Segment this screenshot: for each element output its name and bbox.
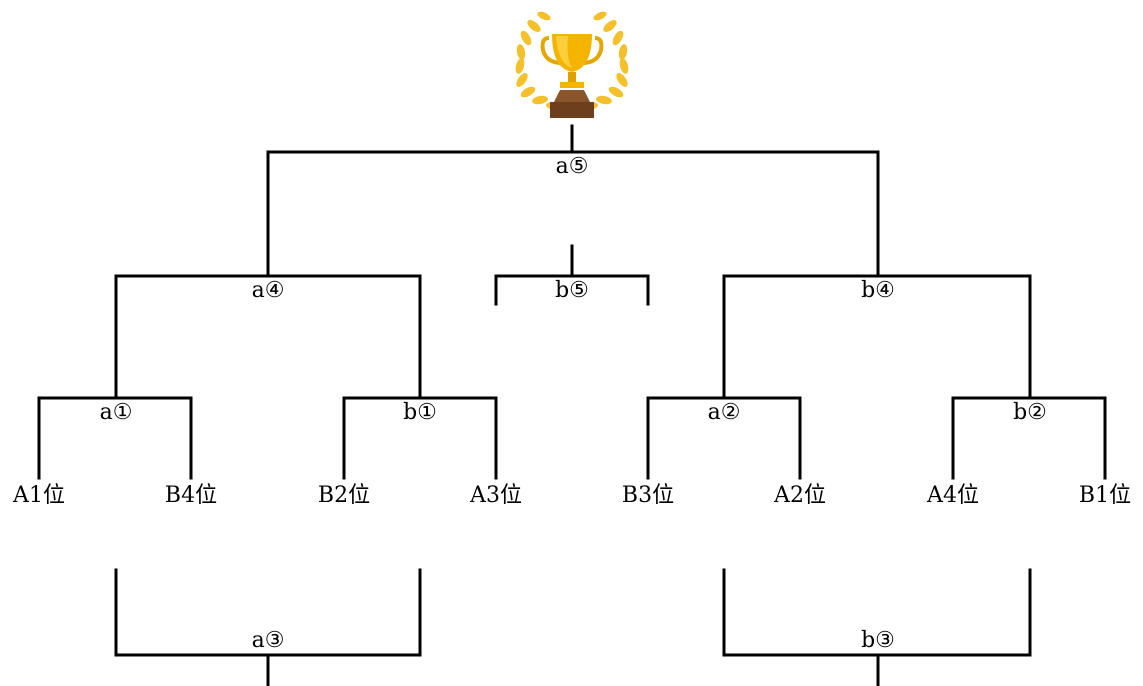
quarterfinal-label: b② <box>1013 400 1047 425</box>
semifinal-right-label: b④ <box>861 278 895 303</box>
final-bracket-line <box>266 124 880 278</box>
final-match-label: a⑤ <box>555 154 589 179</box>
team-label: B3位 <box>621 483 675 508</box>
team-label: B4位 <box>164 483 218 508</box>
team-label: A2位 <box>774 483 826 508</box>
semifinal-left-label: a④ <box>251 278 285 303</box>
team-label: B2位 <box>317 483 371 508</box>
quarterfinal-b1-bracket-line <box>342 396 498 480</box>
team-label: A4位 <box>927 483 979 508</box>
quarterfinal-label: a① <box>99 400 133 425</box>
consolation-right-label: b③ <box>861 628 895 653</box>
team-label: A1位 <box>13 483 65 508</box>
consolation-left-bracket-line <box>114 568 422 686</box>
trophy-with-laurel-wreath-icon <box>515 11 629 118</box>
consolation-right-bracket-line <box>722 568 1032 686</box>
quarterfinal-a2-bracket-line <box>646 396 802 480</box>
semifinal-left-bracket-line <box>114 274 422 400</box>
consolation-left-label: a③ <box>251 628 285 653</box>
quarterfinal-b2-bracket-line <box>951 396 1107 480</box>
third-place-bracket-line <box>494 244 650 306</box>
third-place-match-label: b⑤ <box>555 278 589 303</box>
quarterfinal-a1-bracket-line <box>37 396 193 480</box>
semifinal-right-bracket-line <box>722 274 1032 400</box>
team-label: B1位 <box>1078 483 1132 508</box>
quarterfinal-label: b① <box>403 400 437 425</box>
team-label: A3位 <box>470 483 522 508</box>
quarterfinal-label: a② <box>707 400 741 425</box>
